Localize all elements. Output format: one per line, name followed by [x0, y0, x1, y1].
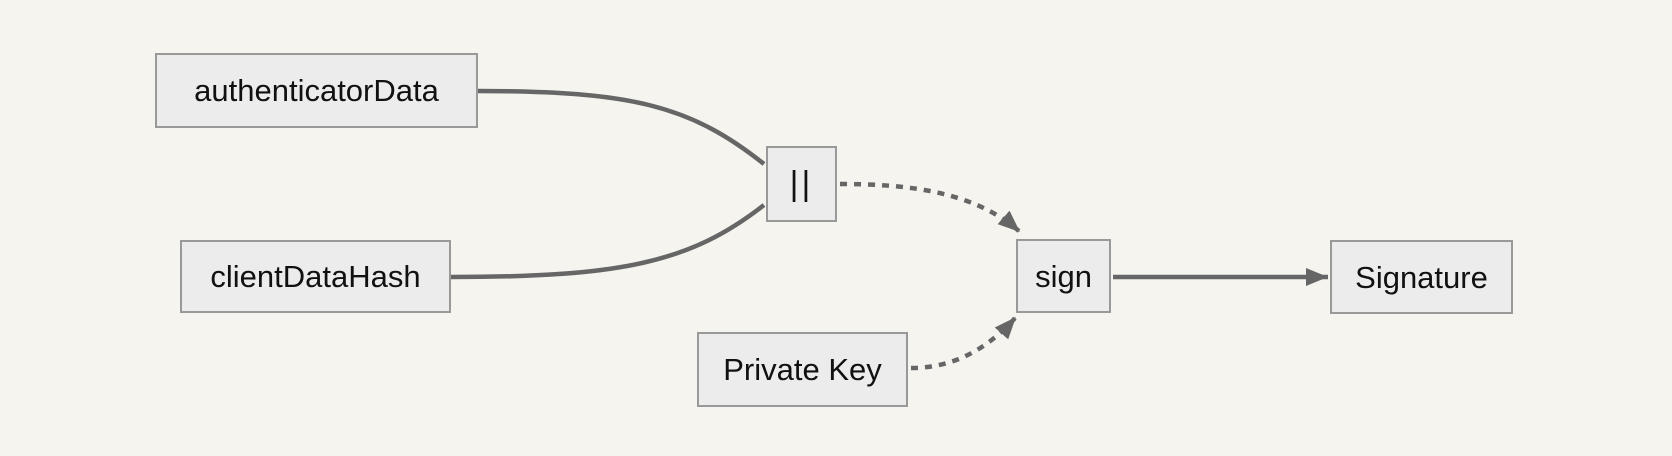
- node-concat-operator: ||: [766, 146, 837, 222]
- node-sign-label: sign: [1035, 258, 1092, 294]
- edge-clientDataHash-to-concat: [450, 203, 766, 280]
- node-client-data-hash-label: clientDataHash: [210, 259, 421, 294]
- node-signature-label: Signature: [1355, 259, 1488, 295]
- node-signature: Signature: [1330, 240, 1513, 314]
- node-concat-operator-label: ||: [789, 165, 814, 203]
- node-private-key-label: Private Key: [723, 352, 882, 387]
- node-sign: sign: [1016, 239, 1111, 313]
- node-client-data-hash: clientDataHash: [180, 240, 451, 313]
- edge-privateKey-to-sign: [910, 315, 1018, 371]
- edge-authenticatorData-to-concat: [477, 88, 766, 166]
- node-private-key: Private Key: [697, 332, 908, 407]
- edge-concat-to-sign: [839, 181, 1022, 234]
- node-authenticator-data: authenticatorData: [155, 53, 478, 128]
- node-authenticator-data-label: authenticatorData: [194, 73, 439, 108]
